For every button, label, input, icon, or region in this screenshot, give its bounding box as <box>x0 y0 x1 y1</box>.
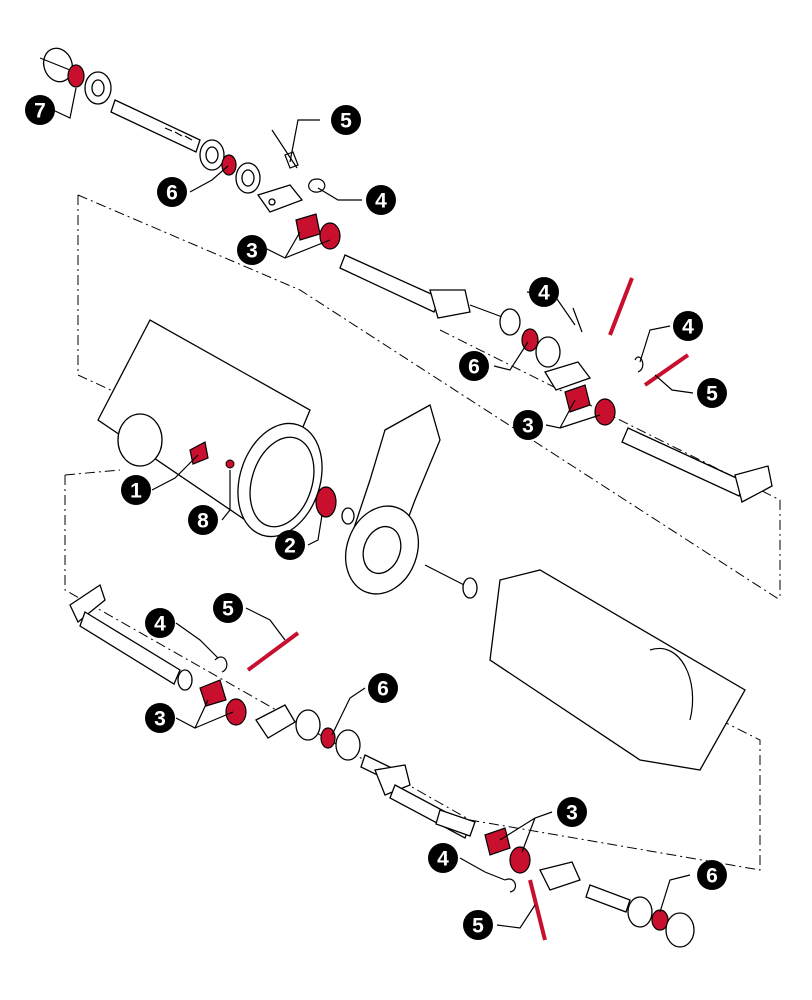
callout-number: 3 <box>154 708 166 731</box>
callout-bubble <box>366 185 396 215</box>
callout-1: 1 <box>121 475 151 505</box>
callout-4: 4 <box>428 843 458 873</box>
callout-bubble <box>121 475 151 505</box>
callouts: 7 5 6 4 3 4 4 6 3 5 1 8 2 4 5 3 6 3 4 6 5 <box>25 95 727 940</box>
callout-bubble <box>157 177 187 207</box>
callout-4: 4 <box>673 311 703 341</box>
callout-bubble <box>331 105 361 135</box>
callout-number: 8 <box>197 510 209 533</box>
callout-number: 4 <box>538 282 550 305</box>
bottom-shaft-assembly <box>69 583 695 948</box>
callout-number: 5 <box>472 915 484 938</box>
assembly-outline-upper <box>77 194 781 601</box>
callout-3: 3 <box>237 235 267 265</box>
callout-number: 3 <box>566 802 578 825</box>
callout-number: 2 <box>284 535 296 558</box>
callout-5: 5 <box>331 105 361 135</box>
callout-number: 5 <box>706 383 718 406</box>
callout-5: 5 <box>213 593 243 623</box>
callout-number: 5 <box>222 598 234 621</box>
callout-bubble <box>145 703 175 733</box>
callout-3: 3 <box>145 703 175 733</box>
callout-number: 4 <box>154 613 166 636</box>
right-drum <box>424 564 746 771</box>
callout-number: 4 <box>682 316 694 339</box>
callout-number: 6 <box>468 356 480 379</box>
callout-bubble <box>145 608 175 638</box>
callout-bubble <box>275 530 305 560</box>
callout-bubble <box>368 673 398 703</box>
callout-bubble <box>188 505 218 535</box>
callout-bubble <box>557 797 587 827</box>
callout-4: 4 <box>529 277 559 307</box>
end-plate <box>345 404 441 595</box>
top-shaft-assembly <box>39 47 773 503</box>
leader-lines <box>52 87 694 929</box>
callout-7: 7 <box>25 95 55 125</box>
callout-bubble <box>529 277 559 307</box>
assembly-outline-lower <box>64 469 761 871</box>
callout-number: 4 <box>375 190 387 213</box>
callout-8: 8 <box>188 505 218 535</box>
callout-bubble <box>673 311 703 341</box>
callout-number: 3 <box>246 240 258 263</box>
callout-6: 6 <box>368 673 398 703</box>
callout-4: 4 <box>366 185 396 215</box>
callout-number: 6 <box>166 182 178 205</box>
callout-2: 2 <box>275 530 305 560</box>
callout-bubble <box>213 593 243 623</box>
callout-5: 5 <box>697 378 727 408</box>
callout-bubble <box>25 95 55 125</box>
callout-3: 3 <box>513 410 543 440</box>
left-drum <box>97 319 323 538</box>
callout-6: 6 <box>157 177 187 207</box>
callout-bubble <box>513 410 543 440</box>
callout-6: 6 <box>697 860 727 890</box>
callout-6: 6 <box>459 351 489 381</box>
callout-bubble <box>697 378 727 408</box>
callout-number: 6 <box>377 678 389 701</box>
callout-4: 4 <box>145 608 175 638</box>
callout-bubble <box>463 910 493 940</box>
callout-number: 3 <box>522 415 534 438</box>
callout-bubble <box>697 860 727 890</box>
callout-number: 6 <box>706 865 718 888</box>
callout-bubble <box>428 843 458 873</box>
callout-bubble <box>237 235 267 265</box>
callout-3: 3 <box>557 797 587 827</box>
callout-bubble <box>459 351 489 381</box>
callout-5: 5 <box>463 910 493 940</box>
callout-number: 5 <box>340 110 352 133</box>
callout-number: 1 <box>130 480 142 503</box>
seal-2 <box>315 486 355 525</box>
callout-number: 7 <box>34 100 46 123</box>
callout-number: 4 <box>437 848 449 871</box>
